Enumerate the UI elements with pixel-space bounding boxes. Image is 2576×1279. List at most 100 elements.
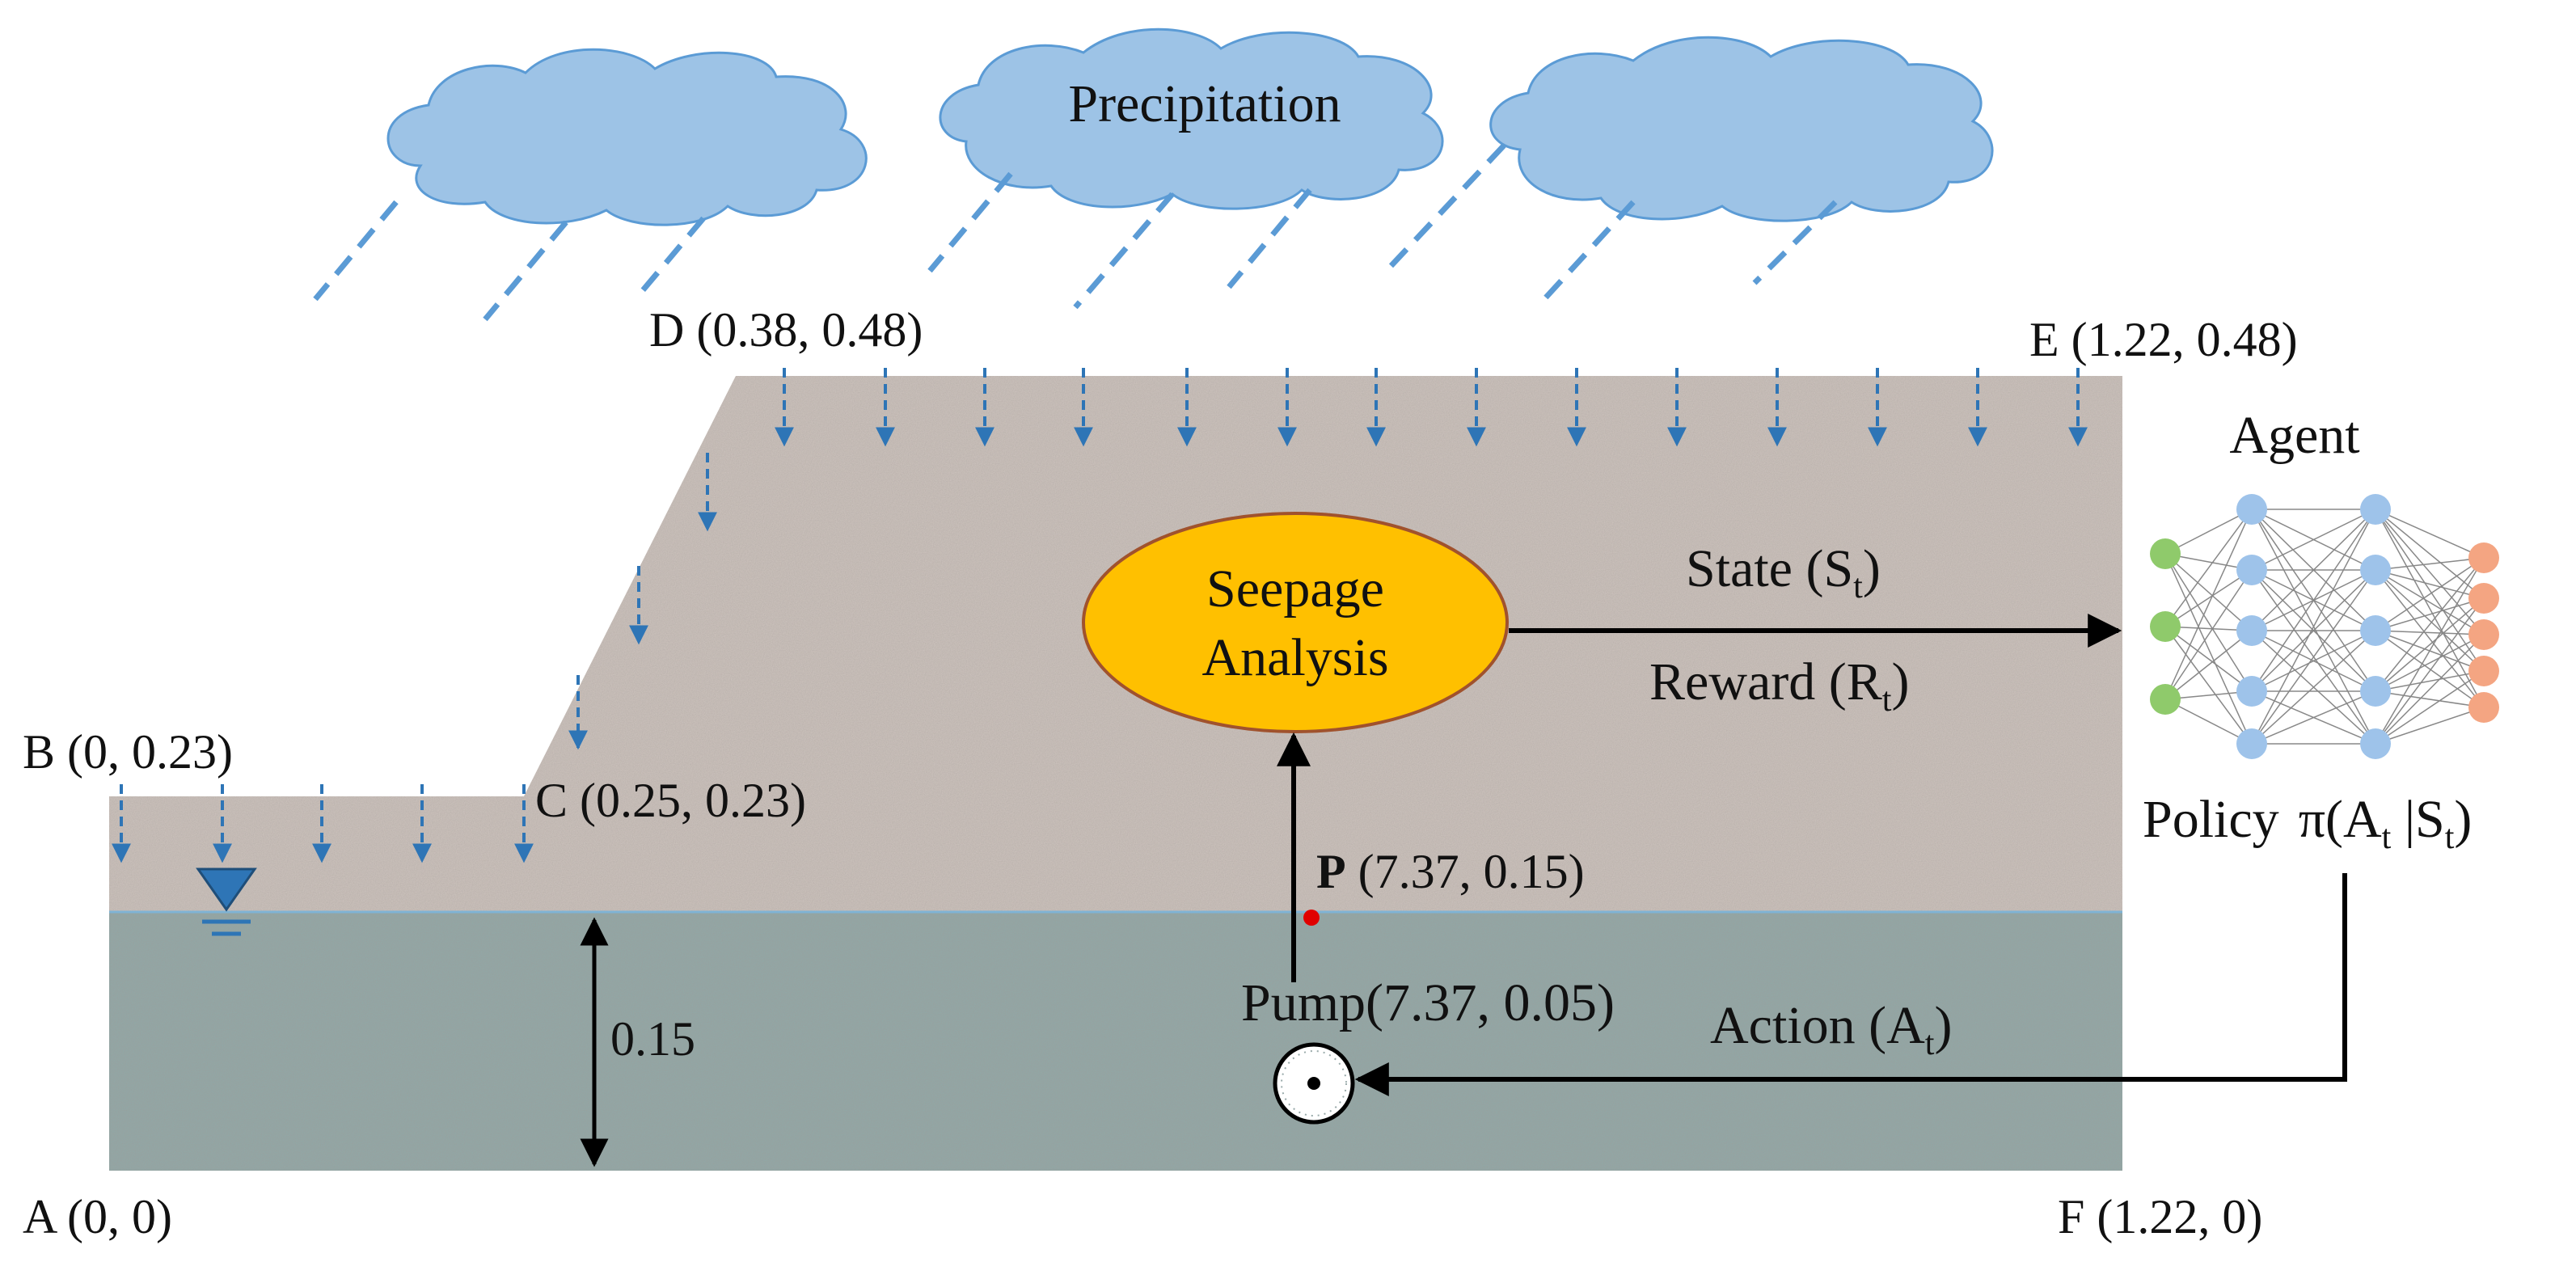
- rain-streak: [313, 200, 399, 302]
- nn-edge: [2251, 569, 2376, 745]
- nn-input-node: [2150, 611, 2181, 642]
- reward-label: Reward (Rt): [1649, 652, 1909, 719]
- nn-edge: [2251, 509, 2376, 631]
- seepage-analysis-line1: Seepage: [1206, 559, 1384, 618]
- nn-hidden-node: [2236, 728, 2267, 759]
- nn-edge: [2164, 509, 2253, 555]
- groundwater-zone: [109, 912, 2122, 1171]
- nn-hidden-node: [2236, 615, 2267, 646]
- nn-edge: [2375, 509, 2485, 599]
- nn-hidden-node: [2236, 555, 2267, 585]
- nn-edge: [2375, 634, 2485, 745]
- nn-edge: [2375, 509, 2485, 635]
- cloud-right: [1489, 36, 1994, 222]
- nn-edge: [2164, 569, 2253, 700]
- nn-edge: [2164, 569, 2253, 627]
- point-c-label: C (0.25, 0.23): [535, 774, 806, 827]
- point-p-marker: [1303, 910, 1320, 926]
- nn-edge: [2164, 699, 2253, 745]
- nn-edge: [2375, 597, 2485, 631]
- neural-network-icon: [2150, 494, 2499, 759]
- nn-edge: [2251, 630, 2376, 692]
- nn-edge: [2251, 509, 2376, 692]
- nn-output-node: [2468, 542, 2499, 573]
- nn-edge: [2375, 557, 2485, 571]
- nn-hidden-node: [2360, 494, 2391, 525]
- nn-edge: [2164, 553, 2253, 631]
- nn-edge: [2375, 670, 2485, 745]
- cloud-left: [386, 48, 868, 226]
- rain-streak: [636, 216, 706, 298]
- nn-output-node: [2468, 619, 2499, 650]
- action-arrow: [1354, 873, 2347, 1096]
- nn-input-node: [2150, 684, 2181, 715]
- nn-edge: [2375, 597, 2485, 745]
- rain-streaks: [313, 143, 1838, 322]
- nn-edge: [2375, 569, 2485, 708]
- action-label: Action (At): [1710, 996, 1952, 1062]
- pump-label: Pump(7.37, 0.05): [1241, 973, 1615, 1032]
- water-table-symbol: [196, 867, 257, 936]
- nn-edge: [2375, 690, 2485, 708]
- nn-edge: [2251, 509, 2376, 571]
- rain-streak: [927, 171, 1013, 273]
- point-b-label: B (0, 0.23): [23, 725, 233, 779]
- nn-edge: [2375, 557, 2485, 631]
- point-e-label: E (1.22, 0.48): [2029, 313, 2298, 366]
- nn-edge: [2375, 557, 2485, 692]
- cloud-middle: [939, 27, 1444, 210]
- nn-edge: [2251, 690, 2376, 745]
- nn-edge: [2164, 626, 2253, 745]
- infiltration-arrows: [112, 368, 2088, 863]
- nn-output-node: [2468, 656, 2499, 686]
- nn-edge: [2375, 707, 2485, 745]
- nn-edge: [2375, 597, 2485, 692]
- nn-edge: [2164, 509, 2253, 627]
- nn-edge: [2375, 569, 2485, 599]
- nn-edge: [2164, 630, 2253, 700]
- seepage-analysis-line2: Analysis: [1202, 628, 1389, 687]
- point-f-label: F (1.22, 0): [2058, 1190, 2262, 1243]
- nn-edge: [2375, 569, 2485, 672]
- nn-hidden-node: [2360, 615, 2391, 646]
- point-d-label: D (0.38, 0.48): [649, 303, 923, 357]
- nn-edge: [2375, 670, 2485, 692]
- nn-hidden-node: [2236, 676, 2267, 707]
- precipitation-label: Precipitation: [1068, 74, 1341, 133]
- point-p-label: P (7.37, 0.15): [1316, 845, 1585, 898]
- nn-edge: [2164, 509, 2253, 700]
- point-a-label: A (0, 0): [23, 1190, 172, 1243]
- rain-streak: [1752, 200, 1838, 285]
- nn-edge: [2251, 630, 2376, 745]
- pump-icon: [1273, 1042, 1355, 1125]
- nn-edge: [2251, 509, 2376, 745]
- nn-hidden-node: [2360, 676, 2391, 707]
- nn-edge: [2164, 553, 2253, 692]
- seepage-analysis-node: [1082, 512, 1509, 733]
- nn-edge: [2375, 509, 2485, 559]
- nn-hidden-node: [2360, 728, 2391, 759]
- nn-edge: [2251, 569, 2376, 692]
- agent-title: Agent: [2229, 406, 2359, 465]
- nn-hidden-node: [2236, 494, 2267, 525]
- rain-streak: [1380, 143, 1506, 277]
- rain-streak: [1227, 188, 1312, 289]
- nn-edge: [2375, 630, 2485, 708]
- nn-output-node: [2468, 583, 2499, 614]
- nn-edge: [2375, 569, 2485, 635]
- nn-hidden-node: [2360, 555, 2391, 585]
- nn-edge: [2375, 630, 2485, 635]
- rain-streak: [483, 220, 568, 322]
- nn-input-node: [2150, 538, 2181, 569]
- state-label: State (St): [1686, 539, 1881, 606]
- rain-streak: [1542, 200, 1636, 302]
- water-depth-label: 0.15: [610, 1012, 695, 1066]
- nn-edge: [2164, 553, 2253, 745]
- nn-output-node: [2468, 692, 2499, 723]
- nn-edge: [2375, 557, 2485, 745]
- rain-streak: [1073, 192, 1175, 310]
- nn-edge: [2164, 626, 2253, 692]
